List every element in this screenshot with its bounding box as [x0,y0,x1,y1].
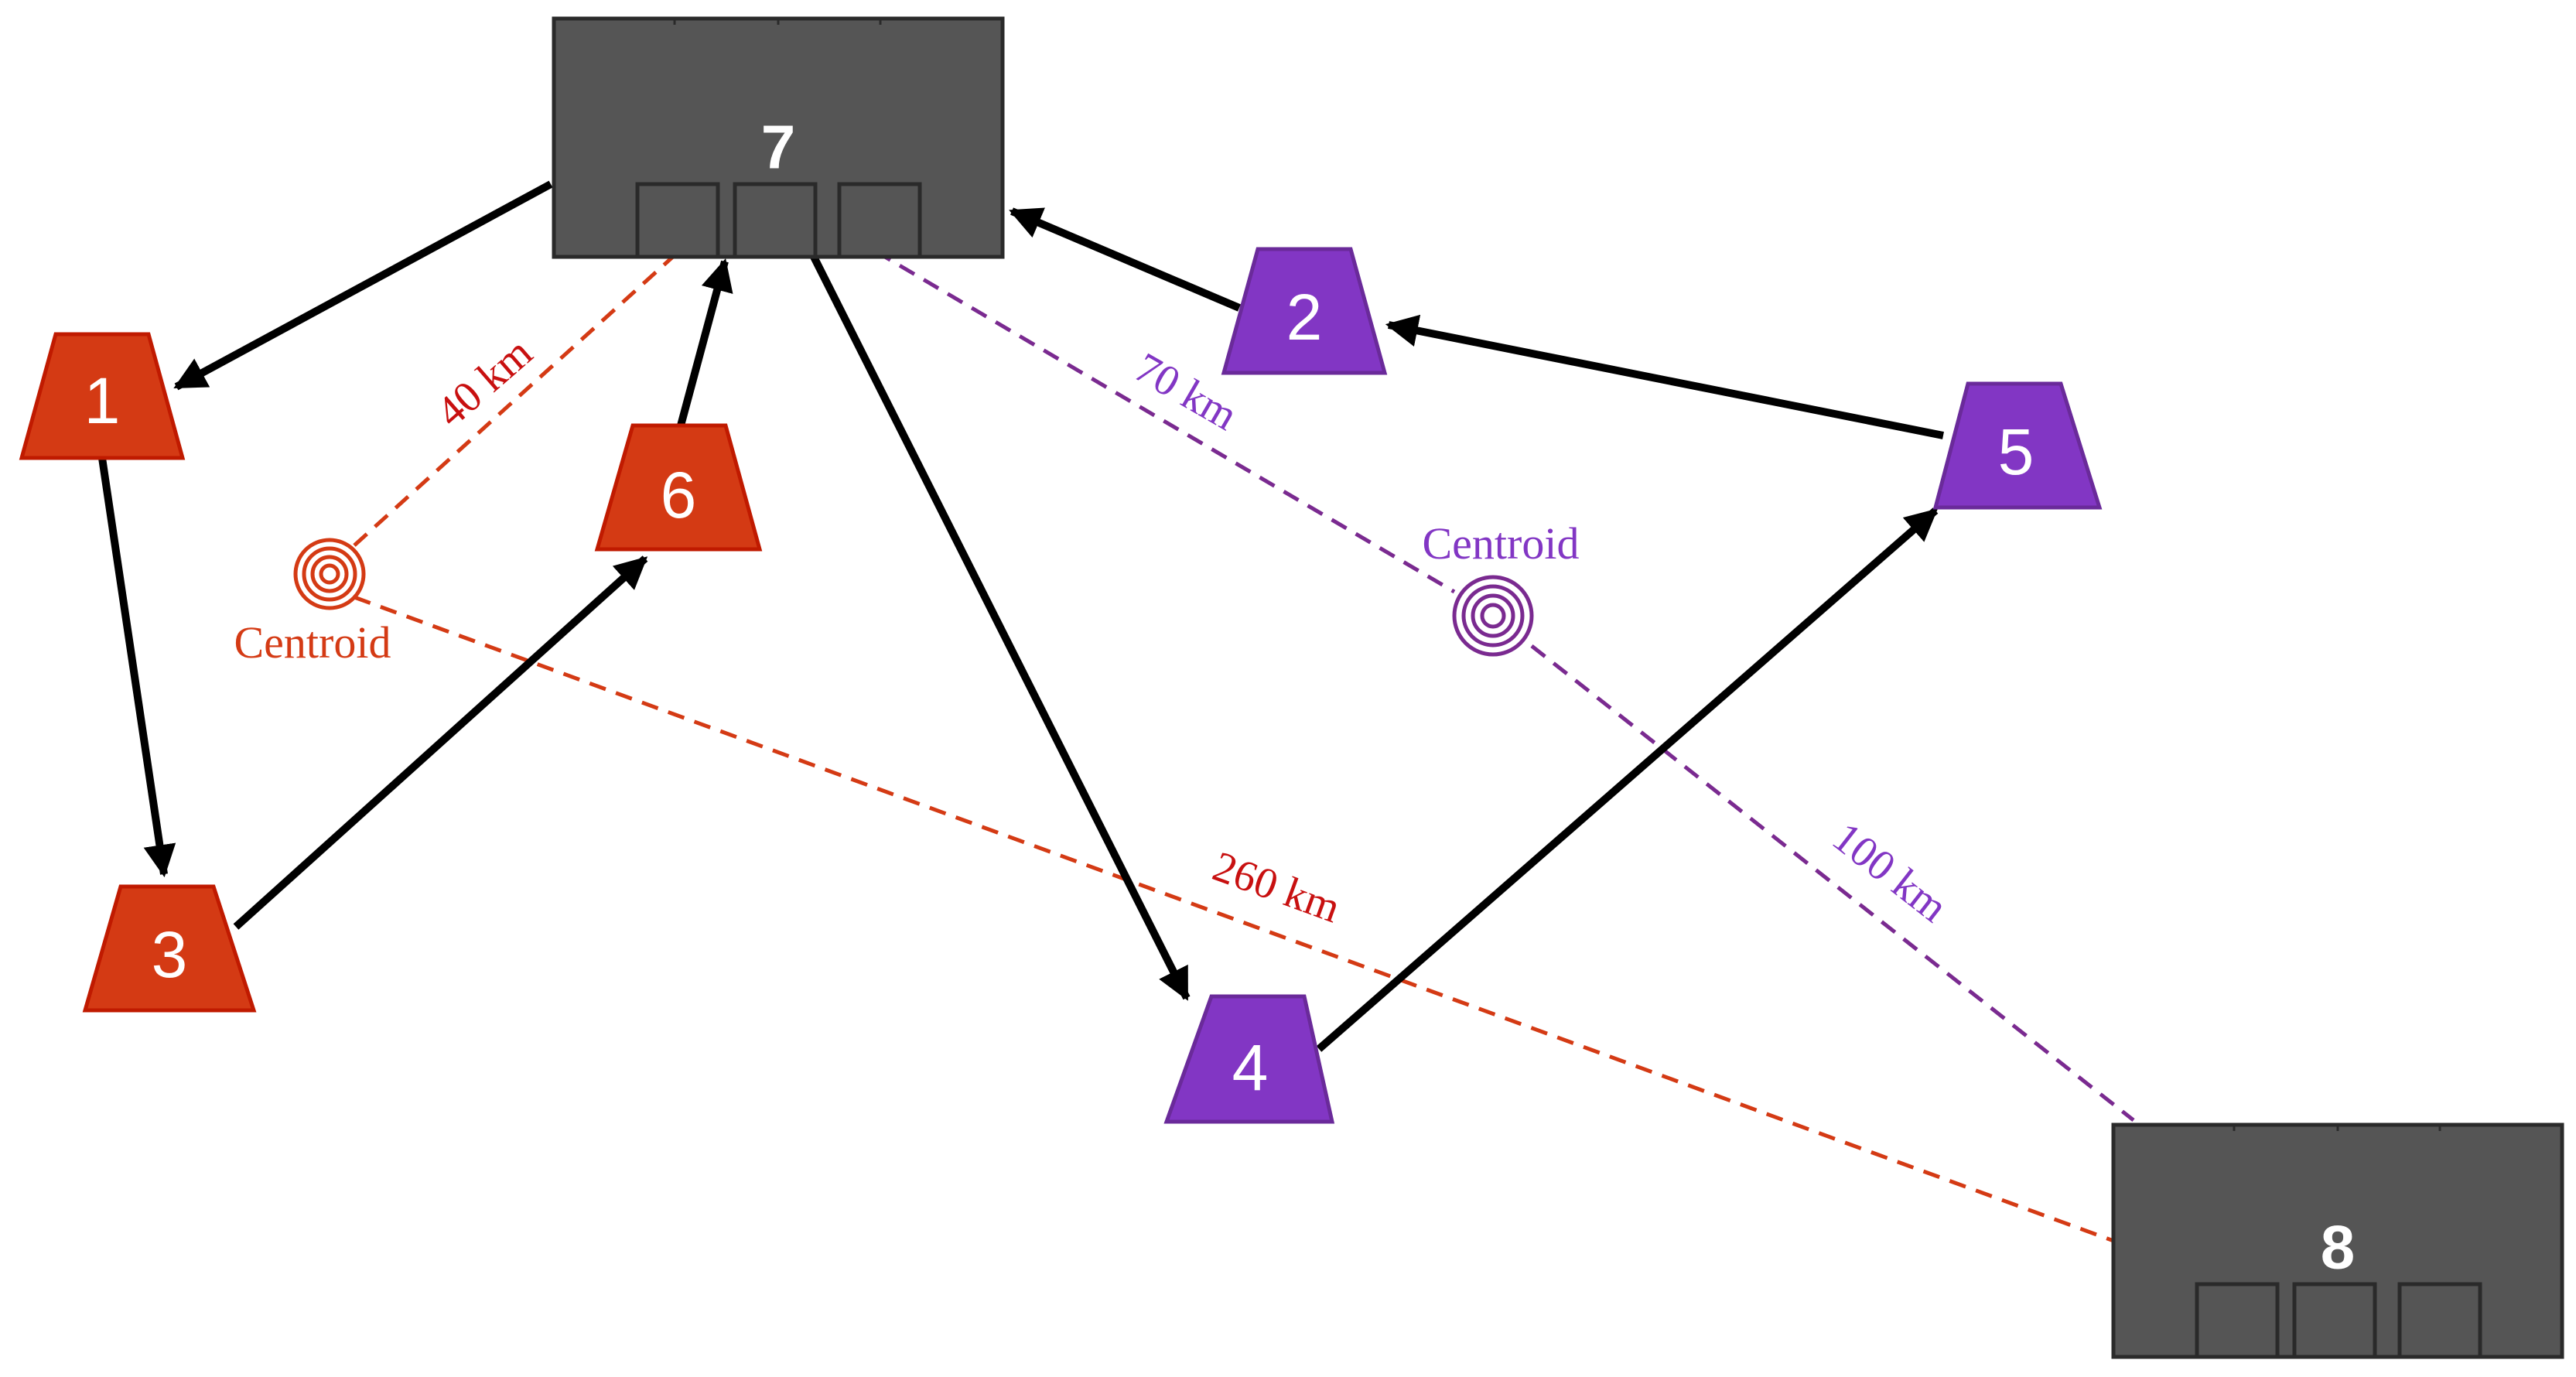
depot-8-door [2292,1282,2377,1359]
route-arrow-5-to-2 [1385,314,1944,439]
target-icon [1452,575,1534,657]
node-2-shape [1221,247,1388,375]
route-arrow-1-to-3 [98,457,176,878]
depot-8: 8 [2111,1122,2564,1359]
node-5-label: 5 [1998,415,2034,488]
route-arrow-3-to-6 [233,555,648,930]
node-1-shape [19,332,186,460]
node-3-shape [82,884,257,1013]
depot-7-door [635,182,720,259]
node-3: 3 [82,884,257,1013]
node-1-label: 1 [84,364,121,437]
depot-7-door [733,182,818,259]
route-arrow-2-to-7 [1009,207,1241,312]
depot-8-label: 8 [2321,1213,2356,1282]
depot-7: 7 [552,16,1005,259]
node-4-shape [1163,994,1335,1124]
distance-line-purple-to-depot-7 [874,249,1456,594]
route-arrow-7-to-1 [173,180,553,391]
distance-line-red-to-depot-8 [354,595,2116,1244]
node-4-label: 4 [1232,1031,1269,1104]
distance-lines [353,249,2135,1244]
distance-label-40km: 40 km [427,329,542,437]
node-5: 5 [1932,381,2103,510]
target-icon [293,538,366,610]
node-2-label: 2 [1286,281,1323,354]
depot-7-door [837,182,922,259]
distance-label-100km: 100 km [1823,813,1956,931]
depot-8-door [2195,1282,2280,1359]
node-6-shape [594,423,763,552]
node-4: 4 [1163,994,1335,1124]
route-arrow-7-to-4 [810,255,1191,1001]
route-arrow-6-to-7 [677,258,733,427]
node-5-shape [1932,381,2103,510]
node-2: 2 [1221,247,1388,375]
node-6: 6 [594,423,763,552]
distance-line-red-to-depot-7 [353,254,676,547]
depot-8-door [2397,1282,2482,1359]
node-3-label: 3 [152,918,188,991]
distance-labels: 40 km 260 km 70 km 100 km [427,329,1956,933]
depot-7-building [552,16,1005,259]
route-arrows [98,180,1944,1052]
distance-line-purple-to-depot-8 [1530,644,2135,1122]
red-centroid: Centroid [234,538,391,668]
route-arrow-4-to-5 [1316,507,1939,1052]
depot-7-label: 7 [761,113,796,182]
node-6-label: 6 [661,459,697,531]
red-centroid-label: Centroid [234,617,391,668]
purple-centroid-label: Centroid [1423,518,1580,569]
distance-label-260km: 260 km [1207,842,1347,932]
node-1: 1 [19,332,186,460]
purple-centroid: Centroid [1423,518,1580,657]
depot-8-building [2111,1122,2564,1359]
